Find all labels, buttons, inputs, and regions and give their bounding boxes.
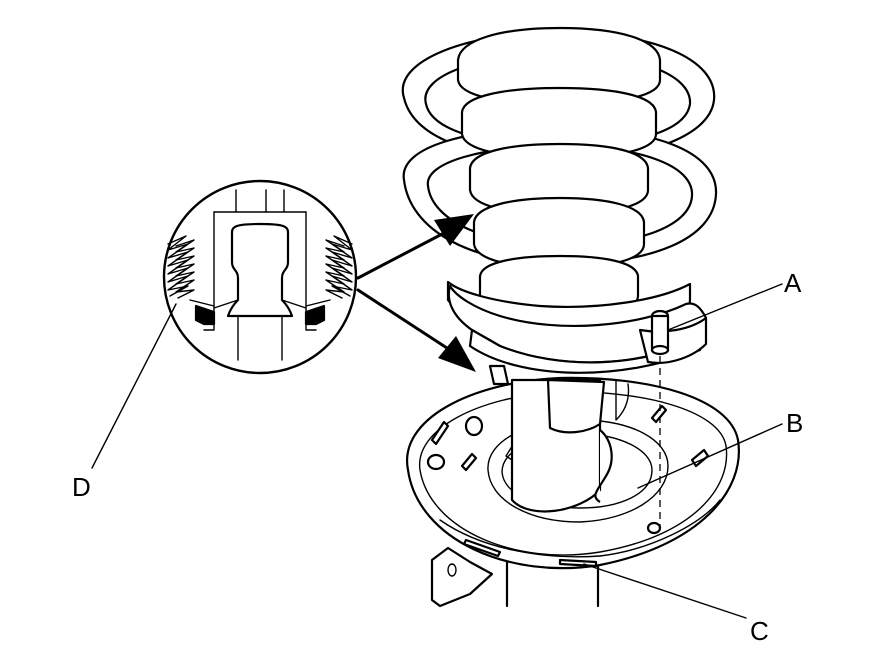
coil-spring — [401, 26, 718, 339]
leader-line-c — [583, 563, 747, 619]
bellows-detail-inset — [162, 179, 358, 375]
strut-tube-lower — [505, 558, 600, 608]
spring-seat-band — [447, 284, 708, 528]
callout-a: A — [784, 268, 802, 298]
detail-arrow-lower — [356, 288, 476, 372]
leader-line-a — [667, 283, 783, 331]
detail-arrow-upper — [356, 214, 474, 280]
leader-line-b — [637, 423, 783, 489]
callout-b: B — [786, 408, 803, 438]
callout-c: C — [750, 616, 769, 646]
leader-line-d — [91, 303, 177, 469]
callout-d: D — [72, 472, 91, 502]
strut-bracket — [430, 546, 494, 608]
